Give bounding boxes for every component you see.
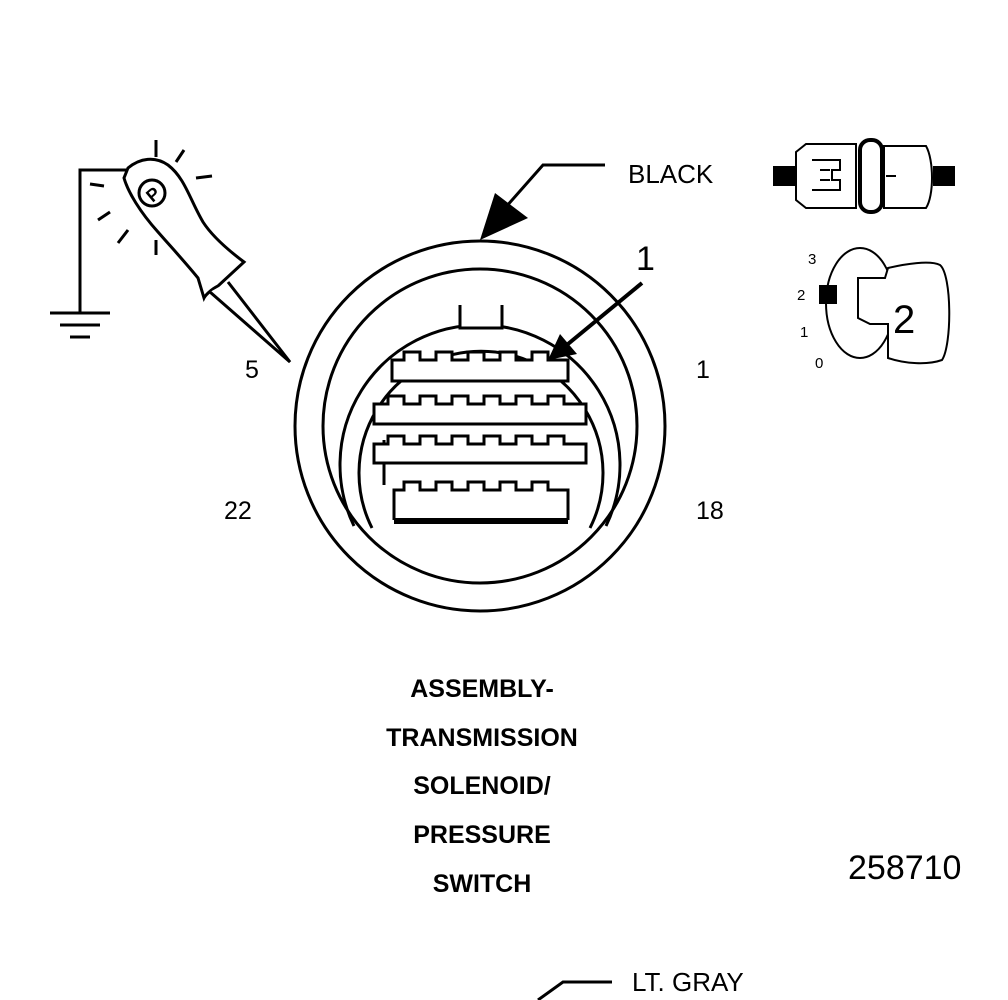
component-title: ASSEMBLY- TRANSMISSION SOLENOID/ PRESSUR… — [386, 675, 578, 898]
ignition-key-icon — [819, 247, 951, 365]
disconnect-connector-icon — [773, 138, 955, 214]
title-line: SWITCH — [433, 870, 532, 898]
figure-number: 258710 — [848, 849, 961, 887]
title-line: PRESSURE — [413, 821, 551, 849]
ignition-position-1: 1 — [800, 324, 808, 341]
title-line: SOLENOID/ — [413, 772, 551, 800]
lt-gray-leader — [537, 980, 612, 1000]
pin-label-18: 18 — [696, 497, 724, 525]
test-lamp-icon — [50, 140, 292, 364]
ignition-position-3: 3 — [808, 251, 816, 268]
ignition-key-number: 2 — [893, 298, 915, 342]
ignition-position-2: 2 — [797, 287, 805, 304]
connector-color-top: BLACK — [628, 159, 714, 189]
title-line: TRANSMISSION — [386, 724, 578, 752]
pin-label-5: 5 — [245, 356, 259, 384]
connector-face — [293, 239, 667, 613]
pin-label-1: 1 — [696, 356, 710, 384]
pin-label-22: 22 — [224, 497, 252, 525]
ignition-position-0: 0 — [815, 355, 823, 372]
callout-number: 1 — [636, 240, 655, 278]
black-color-leader — [480, 163, 605, 240]
callout-arrow — [548, 281, 644, 360]
connector-color-bottom: LT. GRAY — [632, 967, 744, 997]
title-line: ASSEMBLY- — [410, 675, 554, 703]
